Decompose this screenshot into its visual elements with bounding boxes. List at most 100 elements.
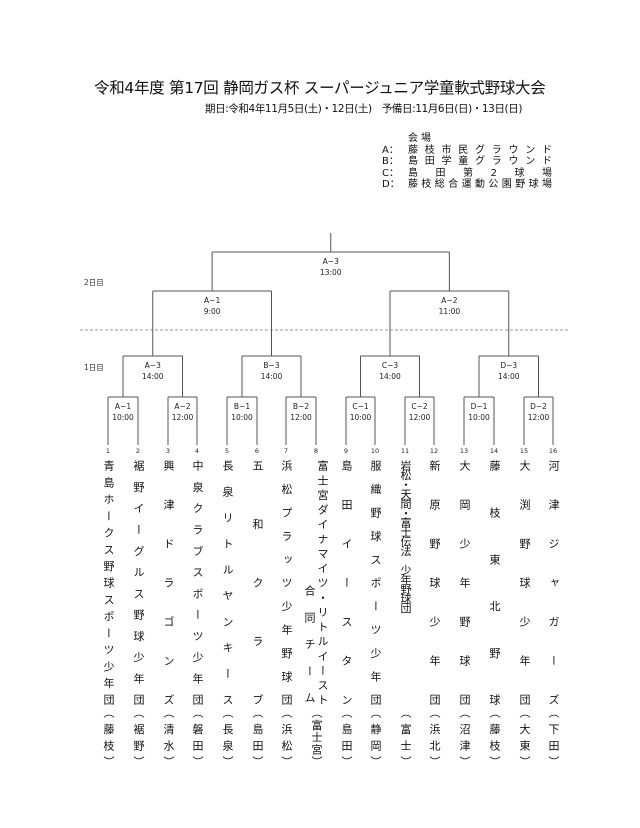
team-city: （下田） [547,707,560,767]
team-number: 13 [459,447,469,455]
match-time: 12:00 [527,412,550,422]
match-id: C−2 [411,402,428,411]
team-name: 興津ドラゴンズ [162,460,175,705]
team-number: 2 [135,447,141,455]
match-id: D−3 [500,361,518,370]
match-time: 14:00 [379,371,401,381]
team-city: （藤枝） [488,707,501,767]
team-number: 16 [548,447,558,455]
venue-name: 島田第2球場 [408,167,552,179]
tournament-dates: 期日:令和4年11月5日(土)・12日(土) 予備日:11月6日(日)・13日(… [205,103,523,115]
team-name: 五和クラブ [251,460,264,705]
team-number: 12 [429,447,439,455]
match-id: A−2 [441,296,458,305]
team-city: （富士宮） [310,707,323,767]
team-city: （磐田） [191,707,204,767]
match-time: 13:00 [319,267,342,277]
match-id: A−1 [114,402,132,411]
match-time: 14:00 [141,371,164,381]
team-city: （島田） [251,707,264,767]
team-name: 大渕野球少年団 [518,460,531,705]
tournament-title: 令和4年度 第17回 静岡ガス杯 スーパージュニア学童軟式野球大会 [94,79,546,97]
match-time: 12:00 [171,412,194,422]
match-time: 14:00 [497,371,520,381]
venue-item: A： 藤枝市民グラウンド [382,145,552,157]
team-name: 岩松・天間・富士伝法 少年野球団 [399,460,412,612]
match-id: B−1 [233,402,251,411]
venue-name: 島田学童グラウンド [408,156,552,167]
team-number: 4 [194,447,200,455]
match-time: 12:00 [408,412,431,422]
venue-code: A： [382,144,399,156]
team-number: 9 [343,447,349,455]
team-city: （裾野） [132,707,145,767]
venue-item: B： 島田学童グラウンド [382,156,552,168]
team-name: 服織野球スポーツ少年団 [369,460,382,705]
team-name: 中泉クラブスポーツ少年団 [191,460,204,705]
team-number: 5 [224,447,230,455]
match-time: 14:00 [260,371,283,381]
match-time: 10:00 [231,412,253,422]
team-city: （沼津） [458,707,471,767]
venue-item: C：島田第2球場 [382,168,552,180]
match-time: 12:00 [290,412,312,422]
team-city: （清水） [162,707,175,767]
team-city: （島田） [340,707,353,767]
team-number: 6 [254,447,260,455]
team-name: 富士宮ダイナマイツ・リトルイースト [316,460,329,705]
team-name: 裾野イーグルス野球少年団 [132,460,145,705]
team-name: 新原野球少年団 [428,460,441,705]
team-city: （長泉） [221,707,234,767]
match-id: C−1 [352,402,369,411]
team-number: 11 [400,447,410,455]
match-time: 10:00 [112,412,134,422]
venue-name: 藤枝市民グラウンド [408,144,552,156]
team-number: 7 [283,447,289,455]
venue-list: 会場 A： 藤枝市民グラウンド B： 島田学童グラウンド C：島田第2球場 D： 藤枝… [382,133,552,191]
team-number: 10 [370,447,380,455]
venue-code: B： [382,156,399,167]
match-id: D−1 [470,402,488,411]
venue-item: D： 藤枝総合運動公園野球場 [382,179,552,191]
match-id: A−3 [322,257,339,266]
match-id: A−2 [174,402,191,411]
team-number: 3 [165,447,171,455]
team-name: 長泉リトルヤンキース [221,460,234,705]
day1-label: 1日目 [84,363,104,372]
team-number: 15 [519,447,529,455]
venue-name: 藤枝総合運動公園野球場 [408,179,552,190]
team-number: 14 [489,447,499,455]
team-name: 藤枝東北野球 [488,460,501,705]
team-city: （浜松） [280,707,293,767]
match-id: B−2 [292,402,310,411]
team-number: 1 [105,447,111,455]
venue-code: D： [382,179,400,190]
match-time: 11:00 [438,306,461,316]
team-city: （富士） [399,707,412,767]
team-name: 河津ジャガーズ [547,460,560,705]
team-name-line2: 合同チーム [303,585,316,703]
team-city: （浜北） [428,707,441,767]
match-id: A−3 [144,361,161,370]
match-time: 10:00 [349,412,372,422]
team-name: 島田イースタン [340,460,353,705]
venue-heading: 会場 [408,133,434,144]
team-name: 青島ホークス野球スポーツ少年団 [102,460,115,705]
match-id: C−3 [381,361,399,370]
match-time: 10:00 [468,412,490,422]
